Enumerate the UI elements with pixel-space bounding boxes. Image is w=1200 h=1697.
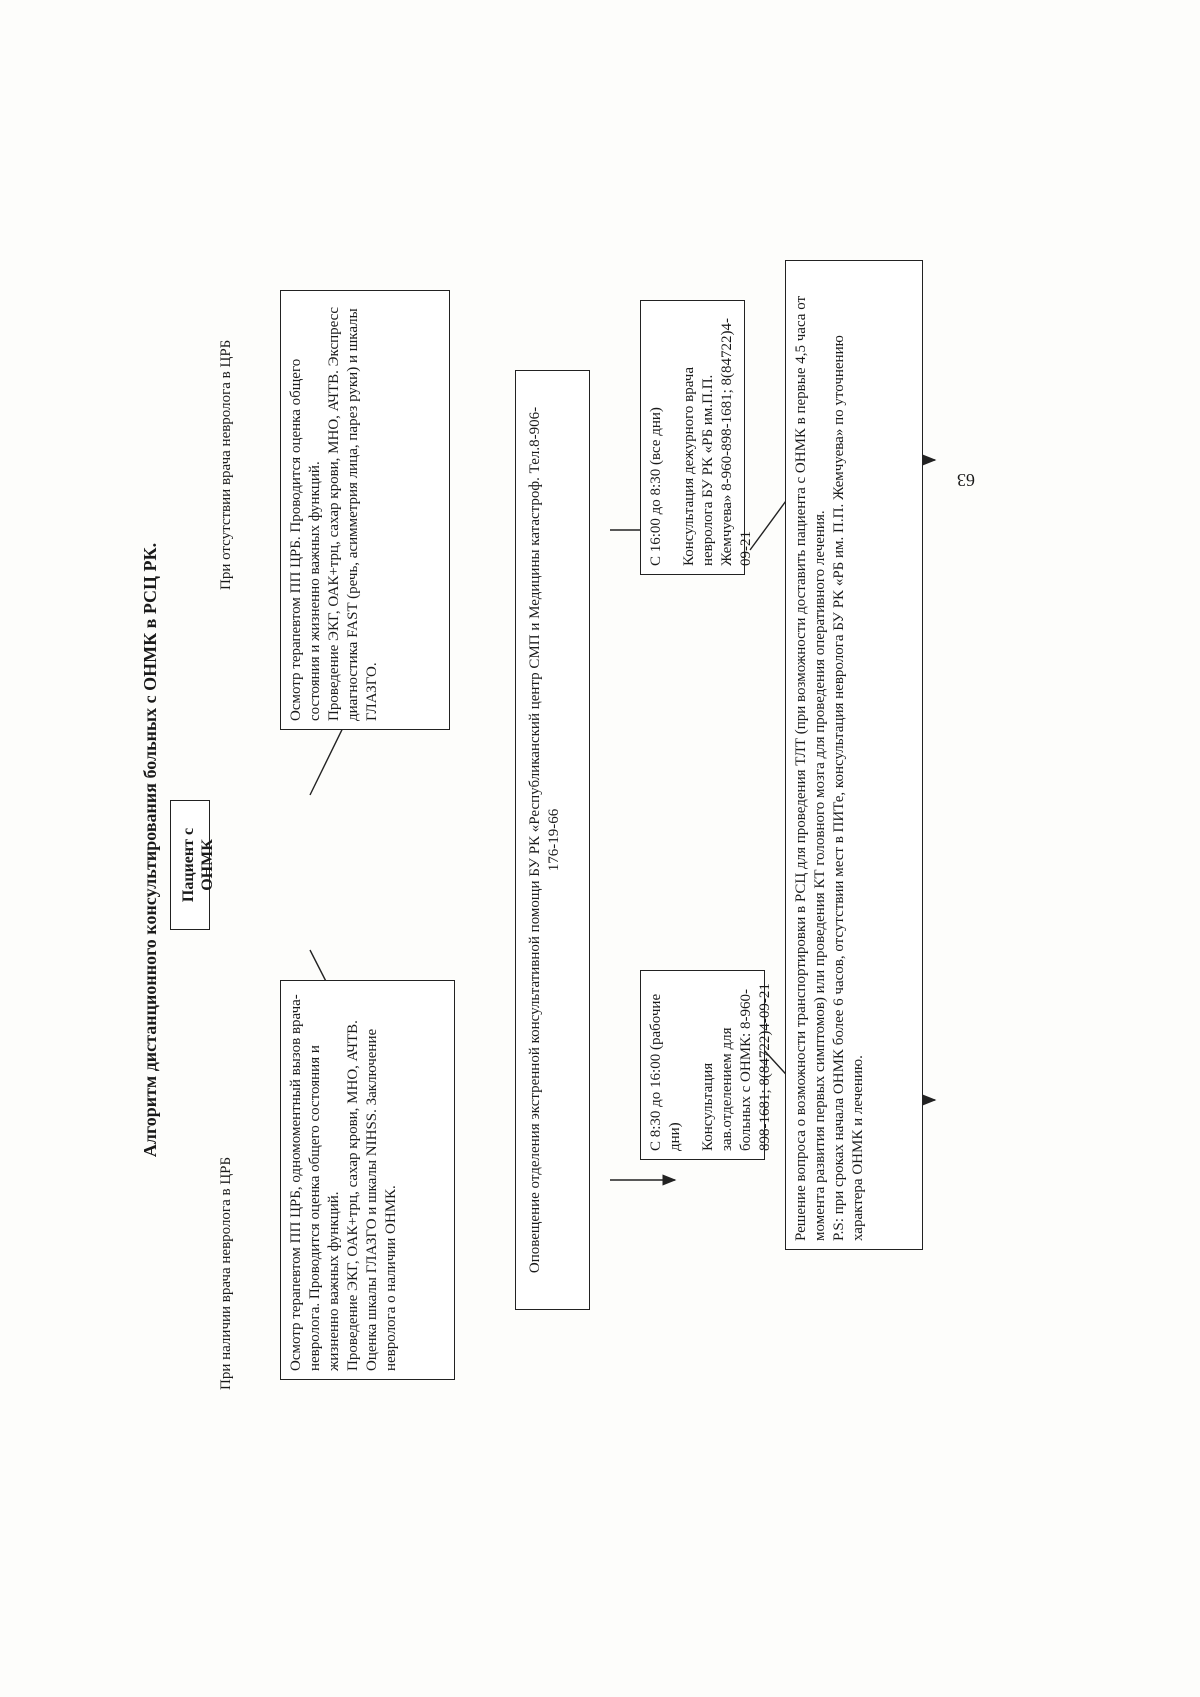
daytime-consult-box: С 8:30 до 16:00 (рабочие дни) Консультац…: [640, 970, 773, 1160]
right-box-para-2: Проведение ЭКГ, ОАК+трц, сахар крови, МН…: [326, 306, 380, 721]
page-title: Алгоритм дистанционного консультирования…: [140, 542, 160, 1158]
night-consult-text: Консультация дежурного врача невролога Б…: [681, 317, 754, 566]
notification-box: Оповещение отделения экстренной консульт…: [515, 370, 590, 1310]
patient-box: Пациент с ОНМК: [170, 800, 216, 930]
night-consult-box: С 16:00 до 8:30 (все дни) Консультация д…: [640, 300, 754, 575]
right-box-para-1: Осмотр терапевтом ПП ЦРБ. Проводится оце…: [288, 358, 323, 721]
daytime-consult-text: Консультация зав.отделением для больных …: [700, 983, 773, 1151]
decision-para-2: P.S: при сроках начала ОНМК более 6 часо…: [831, 335, 866, 1241]
left-box-para-3: Оценка шкалы ГЛАЗГО и шкалы NIHSS. Заклю…: [364, 1028, 399, 1371]
left-box-para-1: Осмотр терапевтом ПП ЦРБ, одномоментный …: [288, 994, 342, 1371]
left-assessment-box: Осмотр терапевтом ПП ЦРБ, одномоментный …: [280, 980, 455, 1380]
right-assessment-box: Осмотр терапевтом ПП ЦРБ. Проводится оце…: [280, 290, 450, 730]
flowchart-sheet: Алгоритм дистанционного консультирования…: [140, 60, 980, 1540]
branch-left-label: При наличии врача невролога в ЦРБ: [218, 1156, 234, 1390]
page-number: 63: [957, 470, 975, 490]
left-box-para-2: Проведение ЭКГ, ОАК+трц, сахар крови, МН…: [345, 1020, 361, 1371]
decision-box: Решение вопроса о возможности транспорти…: [785, 260, 923, 1250]
branch-right-label: При отсутствии врача невролога в ЦРБ: [218, 339, 234, 590]
daytime-hours: С 8:30 до 16:00 (рабочие дни): [648, 993, 683, 1151]
decision-para-1: Решение вопроса о возможности транспорти…: [793, 295, 828, 1241]
night-hours: С 16:00 до 8:30 (все дни): [648, 407, 664, 566]
